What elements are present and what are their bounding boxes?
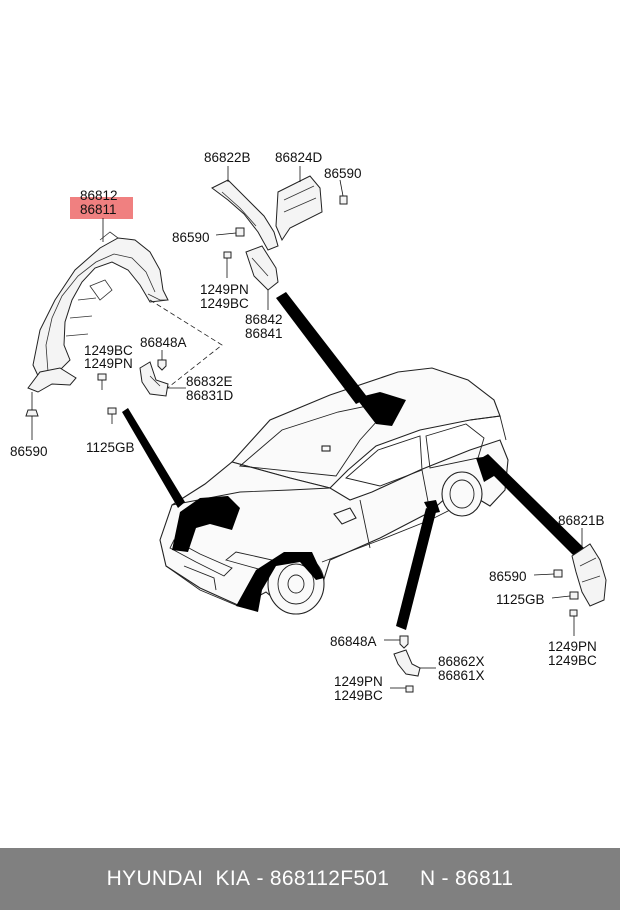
label-1249BC-left: 1249BC <box>84 343 133 358</box>
footer-bar: HYUNDAI KIA - 868112F501 N - 86811 <box>0 848 620 910</box>
label-86812: 86812 <box>80 188 118 203</box>
screw-1249-top <box>223 251 232 278</box>
highlight-86811 <box>70 197 133 219</box>
screw-86590-left <box>25 392 39 440</box>
mudguard-86821B <box>571 528 607 607</box>
label-1125GB-right: 1125GB <box>496 592 545 607</box>
label-86590-left: 86590 <box>10 444 48 459</box>
footer-brand: HYUNDAI KIA <box>106 867 251 890</box>
pointer-wedges <box>122 292 584 630</box>
screw-86590-mid <box>215 227 245 237</box>
label-1125GB-left: 1125GB <box>86 440 135 455</box>
mudguard-86824D <box>275 175 323 242</box>
label-86831D: 86831D <box>186 388 234 403</box>
label-86832E: 86832E <box>186 374 233 389</box>
label-1249BC-right: 1249BC <box>548 653 597 668</box>
label-86811: 86811 <box>80 202 117 217</box>
label-86848A-left: 86848A <box>140 335 187 350</box>
screw-86590-right <box>533 569 563 578</box>
label-86842: 86842 <box>245 312 283 327</box>
clip-86848A-left <box>157 350 167 371</box>
screw-1249-left <box>97 373 107 390</box>
label-1249PN-top: 1249PN <box>200 282 249 297</box>
screw-1125GB-left <box>107 407 117 424</box>
label-86841: 86841 <box>245 326 283 341</box>
label-1249PN-right: 1249PN <box>548 639 597 654</box>
label-86848A-bottom: 86848A <box>330 634 377 649</box>
label-1249BC-top: 1249BC <box>200 296 249 311</box>
screw-1249-right <box>569 609 578 636</box>
label-86590-top: 86590 <box>324 166 362 181</box>
mudguard-86822B <box>211 179 279 251</box>
parts-diagram: 86812 86811 86822B 86824D 86590 86590 12… <box>10 150 607 703</box>
label-86821B: 86821B <box>558 513 605 528</box>
label-86862X: 86862X <box>438 654 485 669</box>
footer-ref: N - 86811 <box>419 867 514 890</box>
label-86861X: 86861X <box>438 668 485 683</box>
front-wheel-guard-liner <box>27 231 169 393</box>
clip-86848A-bottom <box>384 635 409 649</box>
label-86824D: 86824D <box>275 150 323 165</box>
label-1249BC-bottom: 1249BC <box>334 688 383 703</box>
mudflap-86842 <box>245 245 279 291</box>
bracket-86862X <box>393 649 436 677</box>
footer-gap <box>389 867 420 891</box>
car-body <box>159 367 509 615</box>
footer-separator: - <box>250 867 270 890</box>
screw-1125GB-right <box>551 591 579 600</box>
screw-1249-bottom <box>390 685 414 693</box>
label-86822B: 86822B <box>204 150 251 165</box>
label-1249PN-left: 1249PN <box>84 356 133 371</box>
label-86590-right: 86590 <box>489 569 527 584</box>
assembly-dash-left <box>149 299 223 391</box>
bracket-86832E <box>139 361 186 397</box>
label-1249PN-bottom: 1249PN <box>334 674 383 689</box>
screw-86590-top <box>339 179 348 205</box>
footer-part-number: 868112F501 <box>269 867 390 890</box>
label-86590-mid: 86590 <box>172 230 210 245</box>
